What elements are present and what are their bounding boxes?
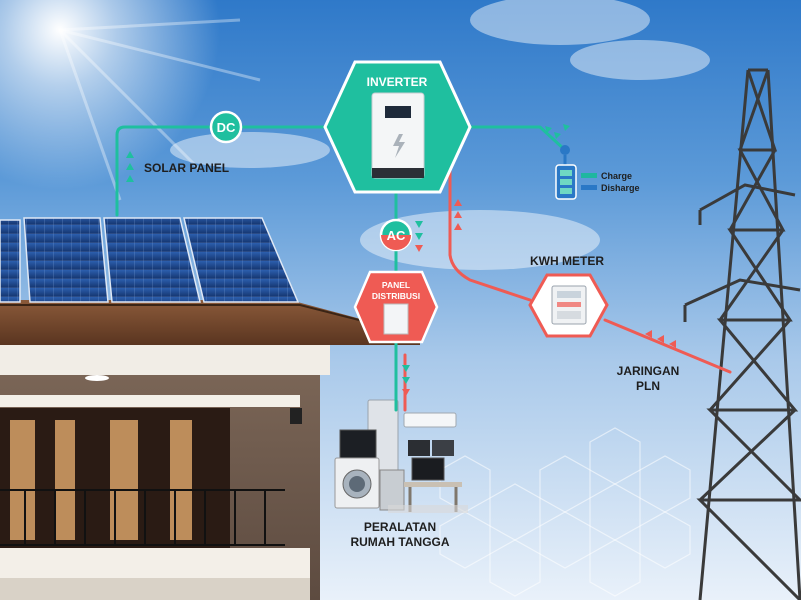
jaringan-label-2: PLN xyxy=(636,379,660,393)
peralatan-label-1: PERALATAN xyxy=(364,520,436,534)
legend-label-discharge: Disharge xyxy=(601,183,640,193)
sun-rays xyxy=(58,18,261,201)
legend-label-charge: Charge xyxy=(601,171,632,181)
wires xyxy=(115,125,732,412)
inverter-label: INVERTER xyxy=(367,75,428,89)
hex-pattern xyxy=(439,427,691,597)
panel-distribusi-node[interactable]: PANEL DISTRIBUSI xyxy=(353,270,439,344)
lightning-bolt-icon xyxy=(393,134,405,158)
peralatan-label-2: RUMAH TANGGA xyxy=(350,535,449,549)
inverter-node[interactable]: INVERTER xyxy=(323,60,472,194)
jaringan-label-1: JARINGAN xyxy=(617,364,680,378)
solar-panels xyxy=(0,217,300,303)
kwh-meter-node[interactable] xyxy=(528,273,609,338)
ac-label: AC xyxy=(387,228,406,243)
battery-legend: Charge Disharge xyxy=(581,171,640,193)
kwh-meter-label: KWH METER xyxy=(530,254,604,268)
solar-panel-label: SOLAR PANEL xyxy=(144,161,229,175)
legend-swatch-discharge xyxy=(581,185,597,190)
flow-arrows xyxy=(126,124,676,396)
panel-distribusi-label-2: DISTRIBUSI xyxy=(372,291,420,301)
panel-distribusi-label-1: PANEL xyxy=(382,280,410,290)
house xyxy=(0,300,420,600)
battery-icon xyxy=(555,145,577,200)
household-appliances xyxy=(334,399,468,513)
ac-node: AC xyxy=(379,218,413,252)
transmission-tower xyxy=(683,68,801,600)
dc-label: DC xyxy=(217,120,236,135)
dc-node: DC xyxy=(209,110,243,144)
sun-glow xyxy=(0,0,220,190)
legend-swatch-charge xyxy=(581,173,597,178)
